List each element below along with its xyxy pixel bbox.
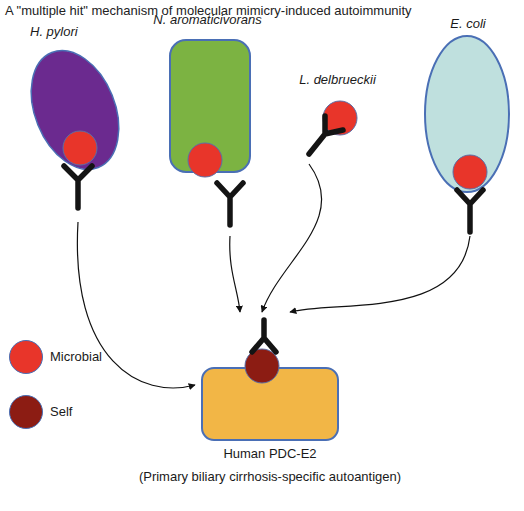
node-label: L. delbrueckii	[285, 72, 390, 88]
node-label: N. aromaticivorans	[140, 12, 275, 28]
antibody-symbol	[309, 116, 343, 154]
binding-arrow	[230, 236, 240, 312]
legend-swatch	[9, 395, 43, 429]
autoantigen-box: Human PDC-E2(Primary biliary cirrhosis-s…	[195, 312, 345, 490]
node-label: H. pylori	[30, 24, 78, 40]
antigen-circle	[245, 349, 279, 383]
binding-arrow	[262, 164, 322, 312]
antigen-circle	[188, 143, 222, 177]
node-illustration	[140, 8, 275, 236]
node-illustration	[25, 22, 130, 222]
antigen-circle	[453, 155, 487, 189]
node-label: E. coli	[418, 16, 518, 32]
bacterium-l-delbrueckii: L. delbrueckii	[285, 72, 390, 164]
legend-text: Microbial	[50, 349, 102, 365]
legend-text: Self	[50, 404, 72, 420]
bacterium-shape	[15, 38, 136, 183]
node-illustration	[418, 14, 518, 236]
antigen-circle	[63, 131, 97, 165]
bacterium-shape	[425, 36, 509, 192]
binding-arrow	[290, 236, 470, 312]
antibody-symbol	[217, 183, 243, 225]
antibody-symbol	[457, 190, 483, 232]
antibody-symbol	[252, 320, 276, 352]
bacterium-n-aromaticivorans: N. aromaticivorans	[140, 8, 275, 236]
bacterium-e-coli: E. coli	[418, 14, 518, 236]
node-label: Human PDC-E2	[110, 446, 430, 462]
antibody-symbol	[64, 166, 92, 208]
node-sublabel: (Primary biliary cirrhosis-specific auto…	[110, 469, 430, 485]
bacterium-h-pylori: H. pylori	[25, 22, 130, 222]
node-illustration	[195, 312, 345, 490]
legend-swatch	[9, 340, 43, 374]
